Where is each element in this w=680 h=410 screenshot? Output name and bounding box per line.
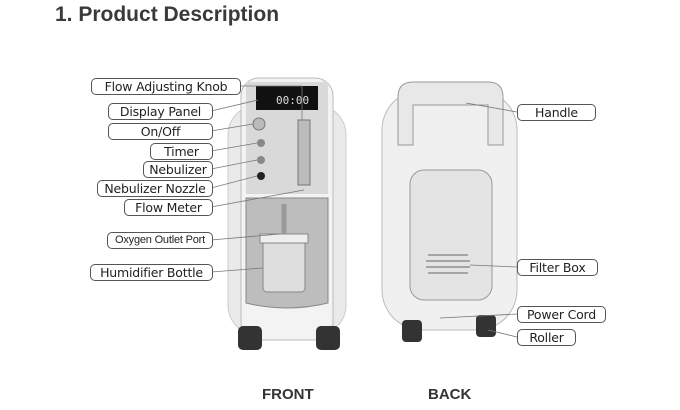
label-power-cord: Power Cord: [517, 306, 606, 323]
label-timer: Timer: [150, 143, 213, 160]
label-roller: Roller: [517, 329, 576, 346]
label-flow-meter: Flow Meter: [124, 199, 213, 216]
label-on-off: On/Off: [108, 123, 213, 140]
label-oxygen-outlet-port: Oxygen Outlet Port: [107, 232, 213, 249]
label-nebulizer: Nebulizer: [143, 161, 213, 178]
back-caption: BACK: [428, 386, 472, 403]
label-filter-box: Filter Box: [517, 259, 598, 276]
front-device: 00:00: [227, 77, 347, 350]
front-caption: FRONT: [262, 386, 314, 403]
label-flow-adjusting-knob: Flow Adjusting Knob: [91, 78, 241, 95]
back-device: [381, 81, 518, 342]
label-humidifier-bottle: Humidifier Bottle: [90, 264, 213, 281]
section-title: 1. Product Description: [55, 3, 280, 26]
label-nebulizer-nozzle: Nebulizer Nozzle: [97, 180, 213, 197]
display-readout: 00:00: [276, 94, 309, 107]
leader-lines: [210, 85, 518, 338]
label-handle: Handle: [517, 104, 596, 121]
label-display-panel: Display Panel: [108, 103, 213, 120]
